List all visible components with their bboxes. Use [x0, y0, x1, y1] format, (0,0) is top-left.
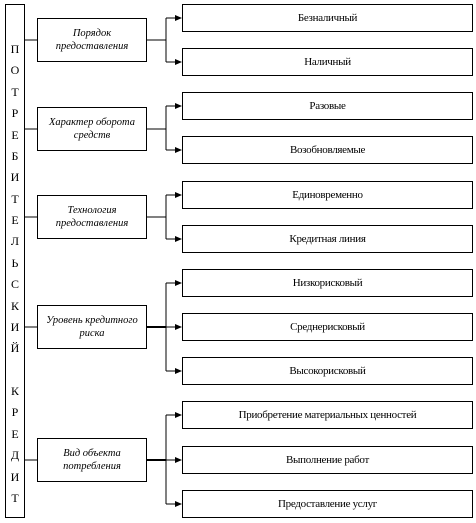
- item-box: Кредитная линия: [182, 225, 473, 253]
- item-box: Единовременно: [182, 181, 473, 209]
- category-box-order: Порядок предоставления: [37, 18, 147, 62]
- title-letter: Д: [10, 448, 20, 463]
- item-box: Низкорисковый: [182, 269, 473, 297]
- title-letter: Т: [11, 84, 19, 99]
- title-letter: И: [10, 469, 20, 484]
- title-letter: Ь: [11, 255, 19, 270]
- title-letter: Е: [11, 213, 19, 227]
- category-box-object: Вид объекта потребления: [37, 438, 147, 482]
- title-letter: К: [10, 384, 19, 398]
- item-box: Возобновляемые: [182, 136, 473, 164]
- title-letter: К: [10, 298, 19, 313]
- category-box-technology: Технология предоставления: [37, 195, 147, 239]
- item-box: Разовые: [182, 92, 473, 120]
- item-box: Безналичный: [182, 4, 473, 32]
- item-box: Среднерисковый: [182, 313, 473, 341]
- item-box: Приобретение материальных ценностей: [182, 401, 473, 429]
- title-letter: Т: [11, 490, 19, 505]
- item-box: Наличный: [182, 48, 473, 76]
- title-letter: Р: [11, 405, 19, 420]
- title-letter: С: [10, 277, 19, 292]
- item-box: Высокорисковый: [182, 357, 473, 385]
- category-box-turnover: Характер оборота средств: [37, 107, 147, 151]
- title-letter: Р: [11, 106, 19, 121]
- vertical-title-box: П О Т Р Е Б И Т Е Л Ь С К И Й К Р Е Д И …: [5, 4, 25, 518]
- title-letter: П: [10, 42, 20, 56]
- title-letter: И: [10, 319, 20, 334]
- title-letter: Е: [11, 426, 19, 441]
- title-letter: Е: [11, 127, 19, 142]
- category-box-risk: Уровень кредитного риска: [37, 305, 147, 349]
- title-letter: О: [10, 63, 20, 78]
- title-letter: Б: [11, 148, 19, 163]
- title-letter: Т: [11, 191, 19, 206]
- title-letter: И: [10, 170, 20, 185]
- title-letter: Й: [10, 341, 20, 356]
- item-box: Предоставление услуг: [182, 490, 473, 518]
- item-box: Выполнение работ: [182, 446, 473, 474]
- title-letter: Л: [10, 234, 20, 249]
